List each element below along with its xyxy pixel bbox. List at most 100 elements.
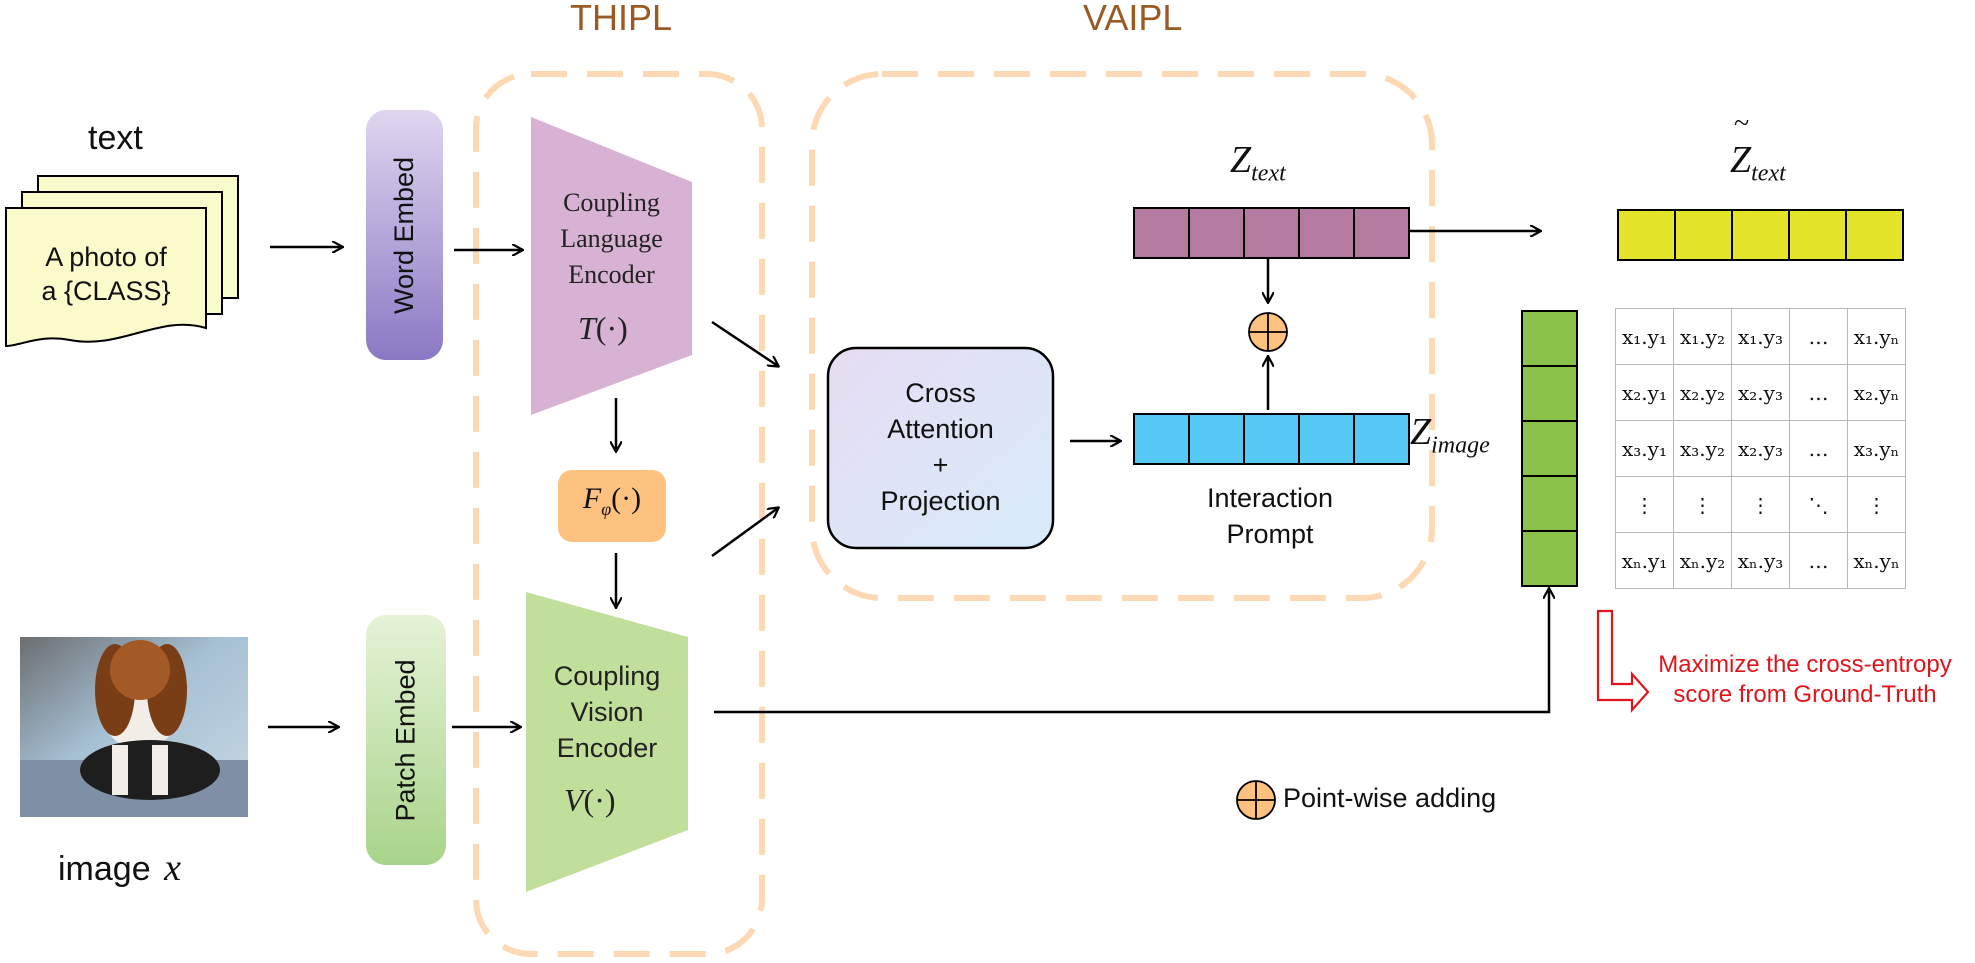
- lang-encoder-fn-arg: (·): [595, 310, 628, 346]
- z-image-tokens: [1133, 413, 1410, 465]
- text-prompt-line1: A photo of: [45, 242, 167, 272]
- similarity-cell: x₁.y₁: [1615, 308, 1674, 365]
- similarity-cell: x₂.y₂: [1673, 364, 1732, 421]
- pointwise-add-legend-icon: [1236, 780, 1276, 820]
- similarity-cell: xₙ.y₃: [1731, 532, 1790, 589]
- z-tilde-base: Z: [1730, 139, 1752, 181]
- similarity-cell: x₂.y₁: [1615, 364, 1674, 421]
- text-prompt-line2: a {CLASS}: [41, 276, 171, 306]
- similarity-cell: x₂.yₙ: [1847, 364, 1906, 421]
- lang-encoder-line2: Language: [560, 224, 663, 253]
- similarity-cell: ⋮: [1615, 476, 1674, 533]
- interaction-prompt-line2: Prompt: [1226, 519, 1314, 549]
- objective-line2: score from Ground-Truth: [1673, 681, 1937, 708]
- similarity-cell: x₁.y₂: [1673, 308, 1732, 365]
- similarity-cell: x₂.y₃: [1731, 420, 1790, 477]
- similarity-cell: ⋮: [1847, 476, 1906, 533]
- similarity-cell: …: [1789, 364, 1848, 421]
- z-image-label: Zimage: [1410, 410, 1490, 460]
- similarity-cell: x₃.yₙ: [1847, 420, 1906, 477]
- objective-line1: Maximize the cross-entropy: [1658, 651, 1952, 678]
- similarity-cell: xₙ.y₂: [1673, 532, 1732, 589]
- coupling-fn-arg: (·): [611, 482, 642, 515]
- language-encoder-trapezoid: [531, 117, 692, 415]
- objective-text: Maximize the cross-entropy score from Gr…: [1640, 650, 1970, 710]
- patch-embed-text: Patch Embed: [390, 658, 421, 822]
- vision-encoder-label: Coupling Vision Encoder: [526, 658, 688, 766]
- similarity-cell: x₁.yₙ: [1847, 308, 1906, 365]
- vis-encoder-line1: Coupling: [553, 661, 661, 691]
- arrow-vision-to-image-features: [714, 589, 1549, 714]
- legend-label: Point-wise adding: [1283, 783, 1497, 813]
- text-document-icon: [5, 175, 239, 348]
- image-label-text: image: [58, 850, 151, 888]
- z-image-sub: image: [1431, 432, 1490, 459]
- arrow-vision-to-cross-attn: [711, 508, 778, 558]
- flow-arrows: [268, 231, 1549, 727]
- cross-attn-line3: +: [932, 450, 949, 480]
- similarity-cell: x₁.y₃: [1731, 308, 1790, 365]
- z-text-tilde-tokens: [1617, 209, 1904, 261]
- cross-attention-label: Cross Attention + Projection: [828, 375, 1053, 519]
- lang-encoder-line3: Encoder: [568, 260, 655, 289]
- vis-encoder-fn-arg: (·): [583, 782, 616, 818]
- similarity-cell: ⋮: [1673, 476, 1732, 533]
- coupling-fn-base: F: [582, 482, 602, 515]
- cross-attention-box: [826, 346, 1055, 550]
- z-text-base: Z: [1230, 139, 1252, 181]
- z-text-sub: text: [1251, 160, 1286, 187]
- similarity-cell: xₙ.y₁: [1615, 532, 1674, 589]
- similarity-cell: xₙ.yₙ: [1847, 532, 1906, 589]
- text-prompt-template: A photo of a {CLASS}: [6, 240, 206, 308]
- image-label-var: x: [164, 847, 181, 889]
- lang-encoder-line1: Coupling: [563, 188, 660, 217]
- arrow-lang-to-cross-attn: [711, 320, 778, 366]
- z-tilde-sub: text: [1751, 160, 1786, 187]
- word-embed-box: [366, 110, 443, 360]
- coupling-fn-sub: φ: [601, 499, 612, 519]
- word-embed-text: Word Embed: [389, 156, 420, 314]
- patch-embed-label: Patch Embed: [366, 615, 446, 865]
- vaipl-group-border: [809, 71, 1435, 601]
- similarity-cell: x₂.y₃: [1731, 364, 1790, 421]
- coupling-function-label: Fφ(·): [558, 482, 666, 520]
- objective-red-arrow: [1596, 609, 1650, 713]
- z-text-tokens: [1133, 207, 1410, 259]
- similarity-cell: …: [1789, 532, 1848, 589]
- z-image-base: Z: [1410, 411, 1432, 453]
- cross-attn-line2: Attention: [887, 414, 994, 444]
- coupling-function-box: [558, 470, 666, 542]
- thipl-title: THIPL: [570, 0, 673, 38]
- language-encoder-fn: T(·): [578, 310, 628, 347]
- similarity-cell: ⋱: [1789, 476, 1848, 533]
- patch-embed-box: [366, 615, 446, 865]
- vision-encoder-trapezoid: [526, 592, 688, 892]
- text-input-title: text: [88, 119, 143, 157]
- z-text-label: Ztext: [1230, 138, 1286, 188]
- z-tilde-base-wrap: ~ Z: [1730, 108, 1752, 182]
- thipl-group-border: [473, 71, 765, 957]
- word-embed-label: Word Embed: [366, 110, 443, 360]
- lang-encoder-fn-name: T: [578, 310, 596, 346]
- cross-attn-line4: Projection: [880, 486, 1001, 516]
- similarity-cell: x₃.y₂: [1673, 420, 1732, 477]
- pointwise-add-node: [1248, 312, 1288, 352]
- vis-encoder-line3: Encoder: [556, 733, 658, 763]
- input-image: [20, 637, 248, 817]
- vision-encoder-fn: V(·): [564, 782, 616, 819]
- vis-encoder-line2: Vision: [570, 697, 644, 727]
- vaipl-title: VAIPL: [1083, 0, 1183, 38]
- similarity-cell: ⋮: [1731, 476, 1790, 533]
- similarity-cell: …: [1789, 308, 1848, 365]
- interaction-prompt-label: Interaction Prompt: [1170, 480, 1370, 552]
- vis-encoder-fn-name: V: [564, 782, 584, 818]
- image-input-label: image x: [58, 846, 181, 890]
- interaction-prompt-line1: Interaction: [1206, 483, 1334, 513]
